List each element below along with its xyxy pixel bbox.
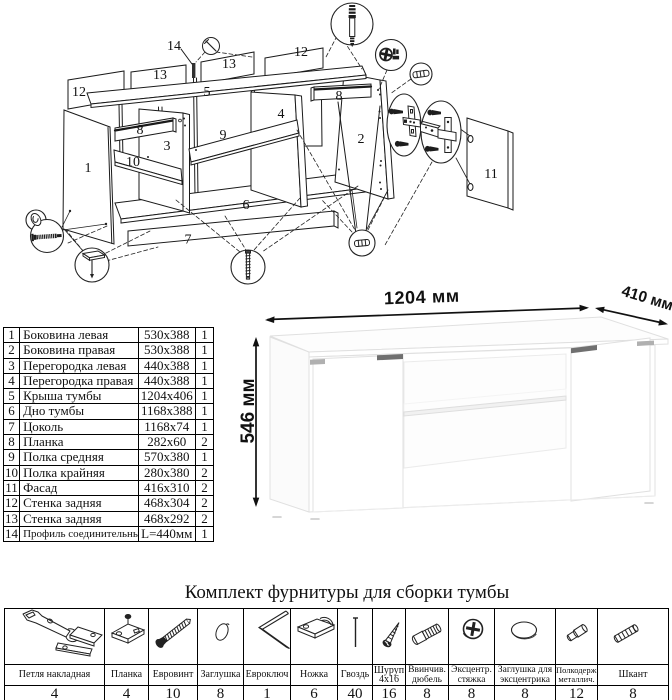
svg-text:1204 мм: 1204 мм bbox=[384, 286, 461, 309]
svg-text:8: 8 bbox=[336, 89, 343, 104]
svg-text:2: 2 bbox=[358, 132, 365, 147]
svg-text:5: 5 bbox=[204, 85, 211, 100]
svg-text:8: 8 bbox=[137, 123, 144, 138]
svg-text:1: 1 bbox=[85, 161, 92, 176]
svg-text:4: 4 bbox=[278, 107, 285, 122]
svg-text:10: 10 bbox=[126, 155, 140, 170]
svg-text:13: 13 bbox=[222, 57, 236, 72]
svg-text:7: 7 bbox=[185, 233, 192, 248]
svg-text:9: 9 bbox=[220, 128, 227, 143]
svg-text:13: 13 bbox=[153, 68, 167, 83]
svg-text:410 мм: 410 мм bbox=[619, 283, 672, 315]
svg-text:12: 12 bbox=[72, 85, 86, 100]
svg-text:6: 6 bbox=[243, 198, 250, 213]
svg-text:546 мм: 546 мм bbox=[238, 378, 259, 443]
svg-text:14: 14 bbox=[167, 39, 181, 54]
svg-text:3: 3 bbox=[164, 139, 171, 154]
svg-text:12: 12 bbox=[294, 45, 308, 60]
svg-text:11: 11 bbox=[484, 167, 497, 182]
